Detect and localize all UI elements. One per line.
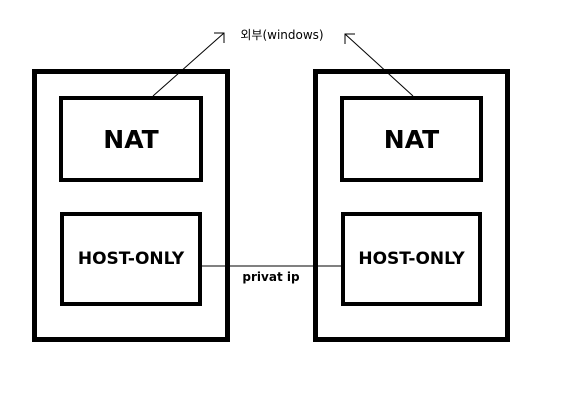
external-windows-label: 외부(windows) bbox=[240, 28, 324, 42]
left-uplink-line bbox=[152, 32, 225, 97]
left-nat-box: NAT bbox=[59, 96, 203, 182]
left-host-only-label: HOST-ONLY bbox=[77, 249, 185, 269]
right-nat-box: NAT bbox=[340, 96, 483, 182]
private-ip-label: privat ip bbox=[242, 270, 300, 284]
left-uplink-arrowhead bbox=[214, 32, 225, 43]
left-nat-label: NAT bbox=[103, 124, 159, 154]
right-nat-label: NAT bbox=[383, 124, 440, 154]
right-uplink-line bbox=[344, 33, 414, 97]
right-host-only-box: HOST-ONLY bbox=[341, 212, 482, 306]
right-host-only-label: HOST-ONLY bbox=[358, 249, 465, 269]
left-host-only-box: HOST-ONLY bbox=[60, 212, 202, 306]
right-uplink-arrowhead bbox=[344, 33, 355, 44]
